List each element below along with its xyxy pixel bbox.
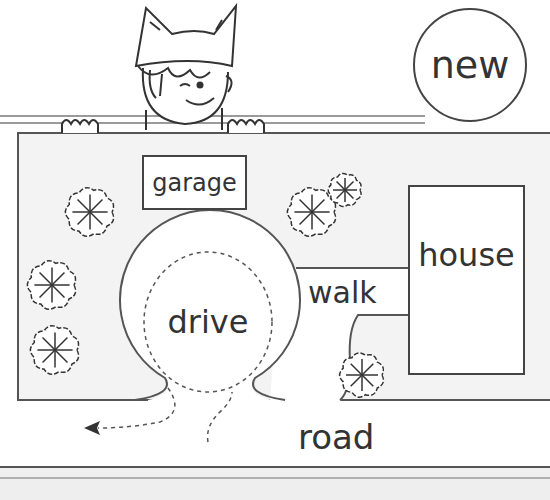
shrub-symbol [65,188,113,237]
shrub-symbol [351,364,374,387]
dashed-outline [144,252,272,392]
drive-loop [18,210,300,402]
shrub-symbol [337,182,354,199]
walk-label: walk [308,278,377,308]
shrub-symbol [300,200,325,225]
boy-figure [136,6,236,66]
road-label: road [298,420,374,454]
boy-figure [180,84,190,86]
shrub-symbol [65,188,113,237]
shrub-symbol [43,338,68,363]
node-text: house [418,239,515,271]
boy-figure [136,6,236,130]
drive-loop-label: drive [143,251,273,393]
drive-route [98,388,232,442]
shrub-symbol [340,353,384,397]
node-text: drive [168,306,249,338]
title-circle: new [413,8,528,123]
route-arrowhead [84,421,100,435]
shrub-symbol [27,261,75,310]
boy-figure [226,76,232,92]
boy-figure [186,98,214,105]
house-box: house [408,185,525,375]
drive-loop [120,210,300,402]
shrub-symbol [328,173,361,206]
shrub-symbol [78,200,103,225]
shrub-symbol [328,173,361,206]
boy-figure [143,68,228,124]
node-text: new [431,46,510,84]
road-band [0,466,550,468]
shrub-symbol [30,326,78,375]
road-band [0,401,550,500]
boy-figure [198,83,203,88]
shrub-symbol [30,326,78,375]
garage-box: garage [142,155,247,210]
boy-figure [150,70,162,98]
drive-loop [120,210,300,400]
shrub-symbol [340,353,384,397]
drive-loop [18,400,135,401]
node-text: garage [152,171,237,195]
shrub-symbol [27,261,75,310]
walk-path [296,268,408,400]
boy-figure [146,108,222,130]
shrub-symbol [40,273,65,298]
boy-hands [62,120,98,133]
drive-route [98,388,175,428]
boy-hands [228,120,264,133]
road-band [0,401,550,467]
route-arrowhead [84,421,100,435]
road-band [0,477,550,479]
boy-hands [62,120,264,133]
boy-figure [150,20,222,30]
shrub-symbol [287,188,335,237]
drive-route [208,392,232,442]
road-band [0,467,550,500]
shrub-symbol [287,188,335,237]
